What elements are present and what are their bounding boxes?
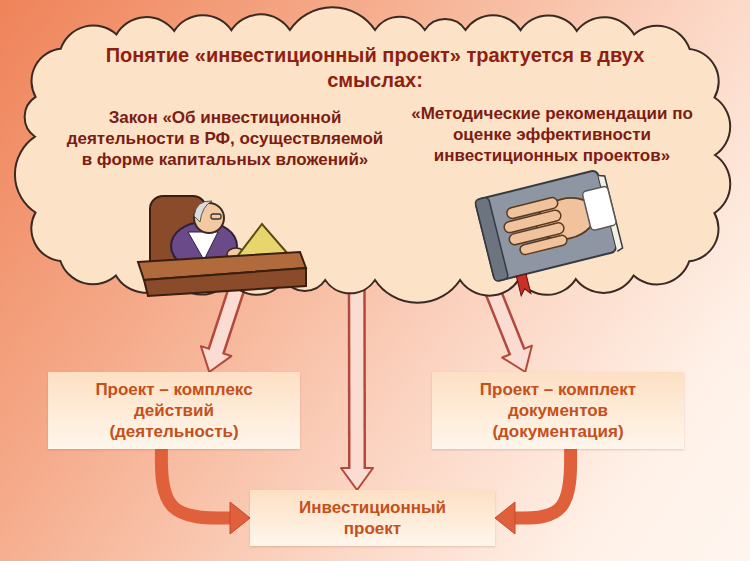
diagram-title: Понятие «инвестиционный проект» трактует… (95, 43, 655, 93)
arrow-shaft (515, 449, 571, 518)
curved-arrow (161, 449, 250, 534)
bookmark (516, 274, 531, 296)
glasses (211, 214, 221, 219)
concept-box: Проект – комплект документов (документац… (432, 372, 684, 449)
shirt-cuff (582, 186, 617, 231)
block-arrow (490, 285, 532, 372)
book-clipart (475, 168, 628, 301)
block-arrow (341, 285, 373, 490)
arrow-shaft (215, 285, 238, 354)
box-label: Проект – комплекс действий (деятельность… (79, 379, 269, 442)
box-label: Инвестиционный проект (288, 497, 458, 539)
block-arrow (201, 285, 238, 372)
arrow-head (495, 502, 515, 534)
cloud-path (15, 7, 730, 303)
judge-clipart (138, 196, 306, 296)
finger (519, 234, 568, 255)
arrow-shaft (161, 449, 230, 518)
shirt (188, 232, 218, 260)
desk-front (144, 268, 306, 296)
curved-arrow (495, 449, 571, 534)
judge-hair (194, 201, 212, 222)
arrow-head (341, 468, 373, 490)
cloud-shape: Понятие «инвестиционный проект» трактует… (10, 5, 740, 305)
arrow-shaft (350, 285, 363, 471)
concept-box: Инвестиционный проект (250, 490, 495, 546)
source-text: «Методические рекомендации по оценке эфф… (402, 103, 702, 166)
arrow-head (230, 502, 250, 534)
source-text: Закон «Об инвестиционной деятельности в … (65, 107, 385, 170)
book-cover (475, 170, 618, 282)
box-label: Проект – комплект документов (документац… (456, 379, 661, 442)
concept-box: Проект – комплекс действий (деятельность… (48, 372, 300, 449)
book-spine (475, 197, 509, 282)
